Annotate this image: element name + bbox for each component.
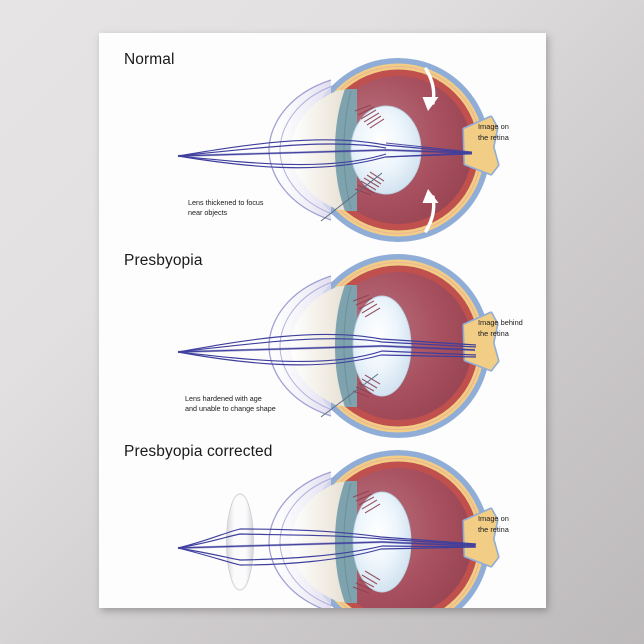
diagram-title-presbyopia: Presbyopia [124,252,203,269]
light-rays-corrected [177,528,477,566]
optic-nerve-normal [462,115,500,176]
callout-leader-normal [320,172,383,222]
side-label-corrected-line2: the retina [478,525,510,534]
callout-normal-line1: Lens thickened to focus [188,198,264,207]
side-label-presbyopia-line2: the retina [478,329,510,338]
side-label-normal-line1: Image on [478,122,509,131]
callout-normal-line2: near objects [188,208,228,217]
diagram-presbyopia: Presbyopia [124,252,523,439]
callout-leader-presbyopia [320,373,379,418]
light-rays-presbyopia [177,333,477,366]
side-label-presbyopia-line1: Image behind [478,318,523,327]
poster-artwork: Normal [124,51,523,608]
zonule-fibers-normal [354,104,385,196]
anterior-segment-normal [268,79,357,221]
optic-nerve-corrected [462,507,500,568]
diagram-normal: Normal [124,51,510,243]
callout-presbyopia-line2: and unable to change shape [185,404,276,413]
zonule-fibers-presbyopia [352,294,381,398]
zonule-fibers-corrected [352,490,381,594]
callout-presbyopia-line1: Lens hardened with age [185,394,262,403]
side-label-normal-line2: the retina [478,133,510,142]
anterior-segment-presbyopia [268,275,357,417]
diagram-presbyopia-corrected: Presbyopia corrected [124,443,510,608]
light-rays-normal-tail [385,142,473,158]
eye-anatomy-poster: Normal [99,33,546,608]
optic-nerve-presbyopia [462,311,500,372]
diagram-title-normal: Normal [124,51,175,68]
diagram-title-presbyopia-corrected: Presbyopia corrected [124,443,272,460]
light-rays-normal [177,139,473,169]
ciliary-arrow-bottom-normal [422,189,439,233]
side-label-corrected-line1: Image on [478,514,509,523]
anterior-segment-corrected [268,471,357,608]
corrective-lens [226,493,254,591]
ciliary-arrow-top-normal [422,67,439,111]
